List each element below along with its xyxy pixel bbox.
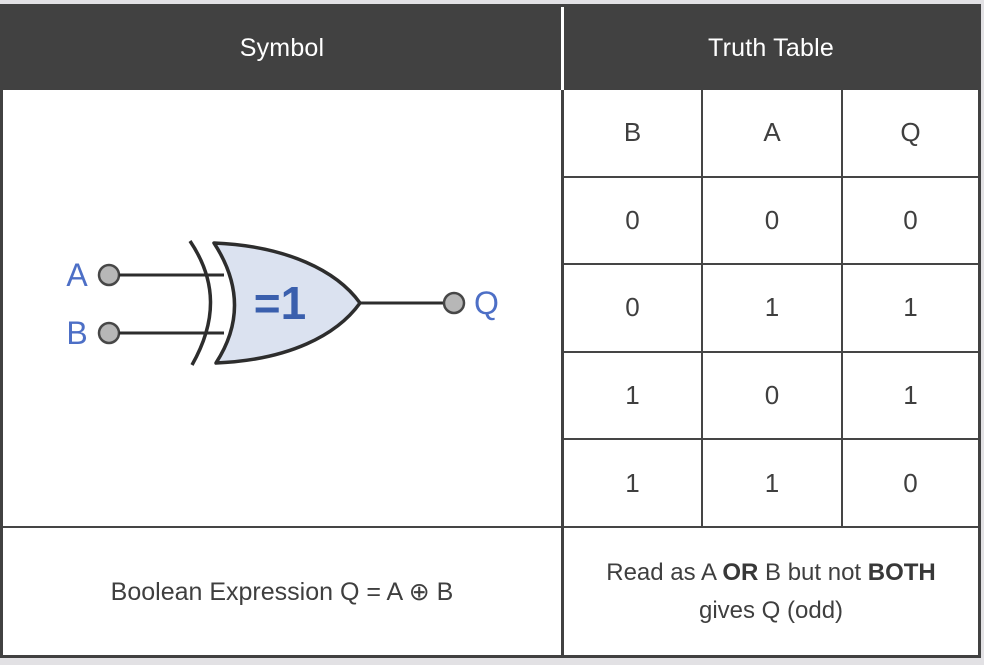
truth-table-cell: 1 bbox=[564, 440, 703, 528]
note-segment-bold: OR bbox=[722, 559, 759, 587]
header-divider bbox=[561, 7, 564, 90]
truth-table-cell: 0 bbox=[564, 177, 703, 266]
truth-table-cell: 1 bbox=[703, 440, 843, 528]
truth-table-cell: 0 bbox=[703, 352, 843, 441]
truth-table-header-b: B bbox=[564, 90, 703, 178]
truth-table-section: B A Q 0 0 0 0 1 1 1 0 1 1 1 0 Read as A … bbox=[564, 90, 978, 655]
xor-gate-diagram: A B Q =1 bbox=[3, 90, 561, 528]
input-b-label: B bbox=[66, 315, 87, 351]
truth-table-cell: 0 bbox=[564, 265, 703, 353]
header-row: Symbol Truth Table bbox=[3, 7, 978, 90]
note-segment: Read as A bbox=[606, 559, 723, 587]
truth-table: B A Q 0 0 0 0 1 1 1 0 1 1 1 0 bbox=[564, 90, 978, 528]
truth-table-header-q: Q bbox=[843, 90, 978, 178]
input-a-terminal bbox=[97, 263, 121, 287]
input-b-terminal bbox=[97, 321, 121, 345]
symbol-column-header: Symbol bbox=[3, 7, 561, 90]
note-segment: gives Q (odd) bbox=[698, 596, 844, 624]
truth-table-cell: 0 bbox=[843, 440, 978, 528]
truth-table-cell: 1 bbox=[843, 265, 978, 353]
gate-body bbox=[212, 241, 362, 365]
xor-input-arc bbox=[188, 240, 213, 366]
gate-reference-table: Symbol Truth Table A B Q bbox=[0, 4, 981, 658]
input-a-label: A bbox=[66, 257, 88, 293]
truth-table-cell: 0 bbox=[703, 177, 843, 266]
truth-table-cell: 0 bbox=[843, 178, 978, 266]
truth-table-cell: 1 bbox=[703, 265, 843, 353]
gate-function-label: =1 bbox=[254, 277, 306, 329]
output-q-label: Q bbox=[474, 285, 499, 321]
reading-note-text: Read as A OR B but not BOTH gives Q (odd… bbox=[586, 554, 956, 628]
boolean-expression: Boolean Expression Q = A ⊕ B bbox=[110, 577, 454, 606]
output-terminal bbox=[442, 291, 466, 315]
truth-table-column-header: Truth Table bbox=[564, 7, 978, 90]
note-segment-bold: BOTH bbox=[867, 559, 936, 587]
truth-table-cell: 1 bbox=[564, 352, 703, 441]
xor-gate-symbol: A B Q =1 bbox=[66, 240, 499, 366]
symbol-section: A B Q =1 bbox=[3, 90, 564, 655]
truth-table-header-a: A bbox=[703, 90, 843, 178]
reading-note: Read as A OR B but not BOTH gives Q (odd… bbox=[564, 528, 978, 655]
truth-table-cell: 1 bbox=[843, 353, 978, 441]
note-segment: B but not bbox=[758, 559, 868, 587]
body-row: A B Q =1 bbox=[3, 90, 978, 655]
